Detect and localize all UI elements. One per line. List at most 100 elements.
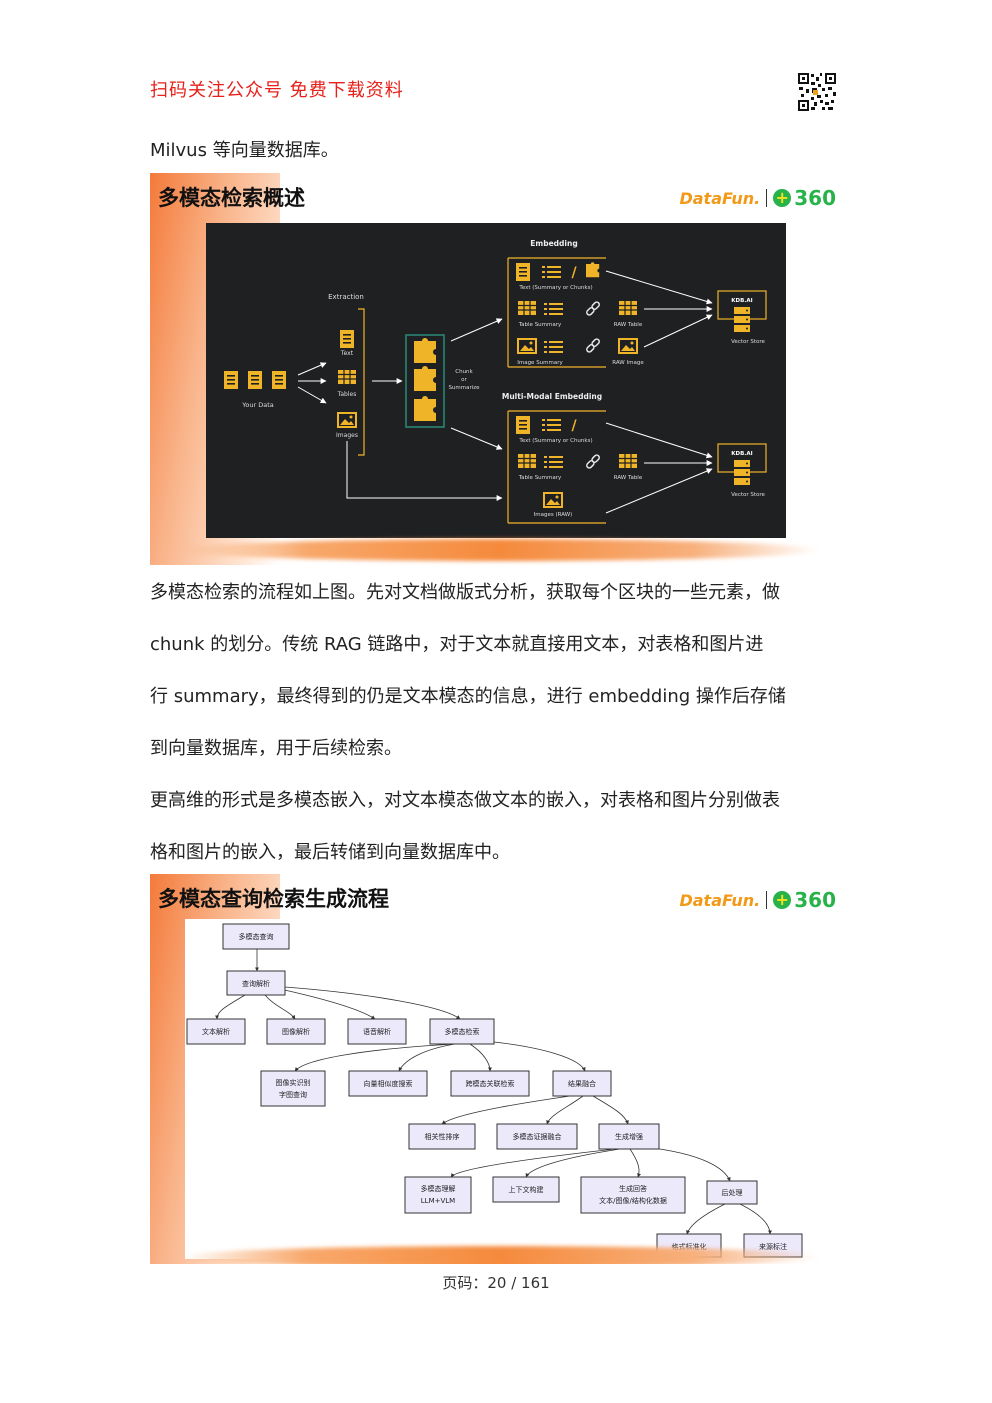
list-icon (544, 456, 563, 468)
svg-text:Table Summary: Table Summary (518, 475, 562, 481)
qr-code-icon (797, 72, 837, 112)
datafun-logo: DataFun. (679, 188, 761, 208)
text-icon (516, 263, 530, 281)
flow-node (450, 1070, 530, 1097)
svg-text:生成回答: 生成回答 (619, 1184, 647, 1193)
flow-node (404, 1176, 472, 1214)
puzzle-icon (414, 338, 436, 363)
svg-text:图像实识别: 图像实识别 (276, 1078, 311, 1087)
svg-text:后处理: 后处理 (722, 1188, 743, 1197)
puzzle-icon (586, 262, 600, 278)
svg-text:Vector Store: Vector Store (731, 492, 765, 498)
flow-node (266, 1018, 326, 1045)
table-icon (337, 369, 357, 385)
svg-text:Text (Summary or Chunks): Text (Summary or Chunks) (518, 285, 592, 291)
flow-node (348, 1070, 428, 1097)
svg-text:Summarize: Summarize (448, 385, 480, 391)
para2-line-2: 格和图片的嵌入，最后转储到向量数据库中。 (150, 842, 510, 863)
svg-text:生成增强: 生成增强 (615, 1132, 643, 1141)
svg-text:语音解析: 语音解析 (363, 1027, 391, 1036)
para2-line-1: 更高维的形式是多模态嵌入，对文本模态做文本的嵌入，对表格和图片分别做表 (150, 790, 780, 811)
svg-text:RAW Table: RAW Table (614, 475, 643, 481)
svg-text:Embedding: Embedding (530, 239, 577, 248)
flow-node (260, 1070, 326, 1107)
flow-node (186, 1018, 246, 1045)
svg-text:字图查询: 字图查询 (279, 1090, 307, 1099)
svg-text:多模态理解: 多模态理解 (421, 1184, 456, 1193)
svg-text:RAW Image: RAW Image (612, 360, 644, 366)
puzzle-icon (414, 366, 436, 391)
puzzle-icon (414, 396, 436, 421)
document-icon (224, 371, 238, 389)
svg-text:Text (Summary or Chunks): Text (Summary or Chunks) (518, 438, 592, 444)
slide-title: 多模态检索概述 (158, 186, 305, 210)
header-promo: 扫码关注公众号 免费下载资料 (150, 80, 404, 101)
multimodal-retrieval-diagram: Your Data Extraction Text Tables Images … (206, 223, 786, 538)
intro-line: Milvus 等向量数据库。 (150, 140, 339, 161)
list-icon (542, 419, 561, 431)
svg-text:Your Data: Your Data (241, 401, 273, 409)
flow-node (492, 1176, 560, 1203)
svg-text:Image Summary: Image Summary (517, 360, 563, 366)
table-icon (517, 300, 537, 316)
slide-query-retrieval-flow: 多模态查询检索生成流程 DataFun. +360 .n { fill:#ece… (150, 874, 842, 1264)
document-icon (248, 371, 262, 389)
flow-node (706, 1180, 758, 1205)
flow-node (496, 1123, 578, 1150)
page-number: 页码：20 / 161 (442, 1274, 550, 1292)
svg-text:Text: Text (340, 350, 354, 357)
svg-text:多模态查询: 多模态查询 (239, 932, 274, 941)
plus-icon: + (773, 891, 792, 909)
document-icon (272, 371, 286, 389)
svg-text:查询解析: 查询解析 (242, 979, 270, 988)
list-icon (542, 266, 561, 278)
text-icon (340, 330, 354, 348)
svg-text:上下文构建: 上下文构建 (509, 1185, 544, 1194)
database-icon (734, 307, 750, 332)
text-icon (516, 416, 530, 434)
flow-node (598, 1123, 660, 1150)
flow-node (347, 1018, 407, 1045)
table-icon (517, 453, 537, 469)
svg-text:RAW Table: RAW Table (614, 322, 643, 328)
para1-line-2: chunk 的划分。传统 RAG 链路中，对于文本就直接用文本，对表格和图片进 (150, 634, 764, 655)
svg-text:/: / (571, 265, 577, 281)
svg-text:格式标准化: 格式标准化 (672, 1242, 707, 1251)
svg-text:跨模态关联检索: 跨模态关联检索 (466, 1079, 515, 1088)
svg-text:Images: Images (336, 432, 358, 439)
svg-text:向量相似度搜索: 向量相似度搜索 (364, 1079, 413, 1088)
para1-line-4: 到向量数据库，用于后续检索。 (150, 738, 402, 759)
svg-text:文本/图像/结构化数据: 文本/图像/结构化数据 (599, 1196, 667, 1205)
table-icon (618, 300, 638, 316)
svg-text:KDB.AI: KDB.AI (731, 298, 752, 304)
database-icon (734, 460, 750, 485)
svg-text:Vector Store: Vector Store (731, 339, 765, 345)
plus-icon: + (773, 189, 792, 207)
slide-title: 多模态查询检索生成流程 (158, 887, 389, 911)
logo-360: +360 (773, 186, 836, 210)
svg-text:Multi-Modal Embedding: Multi-Modal Embedding (502, 392, 602, 401)
flow-node (552, 1070, 612, 1097)
para1-line-3: 行 summary，最终得到的仍是文本模态的信息，进行 embedding 操作… (150, 686, 786, 707)
flow-node (429, 1018, 495, 1045)
flow-node (408, 1123, 476, 1150)
svg-text:Extraction: Extraction (328, 293, 364, 301)
flow-node (226, 970, 286, 996)
svg-text:图像解析: 图像解析 (282, 1027, 310, 1036)
table-icon (618, 453, 638, 469)
list-icon (544, 303, 563, 315)
svg-text:Tables: Tables (337, 391, 357, 398)
svg-text:文本解析: 文本解析 (202, 1027, 230, 1036)
svg-text:KDB.AI: KDB.AI (731, 451, 752, 457)
flow-node (222, 923, 290, 950)
logo-360: +360 (773, 888, 836, 912)
svg-text:多模态检索: 多模态检索 (445, 1027, 480, 1036)
svg-text:来源标注: 来源标注 (759, 1242, 787, 1251)
svg-text:LLM+VLM: LLM+VLM (421, 1197, 455, 1205)
svg-text:结果融合: 结果融合 (568, 1079, 596, 1088)
svg-text:/: / (571, 418, 577, 434)
svg-text:多模态证据融合: 多模态证据融合 (513, 1132, 562, 1141)
svg-text:Chunk: Chunk (455, 369, 473, 375)
flow-node (580, 1176, 686, 1214)
query-flow-diagram: .n { fill:#ece9fb; stroke:#333; stroke-w… (185, 919, 807, 1259)
